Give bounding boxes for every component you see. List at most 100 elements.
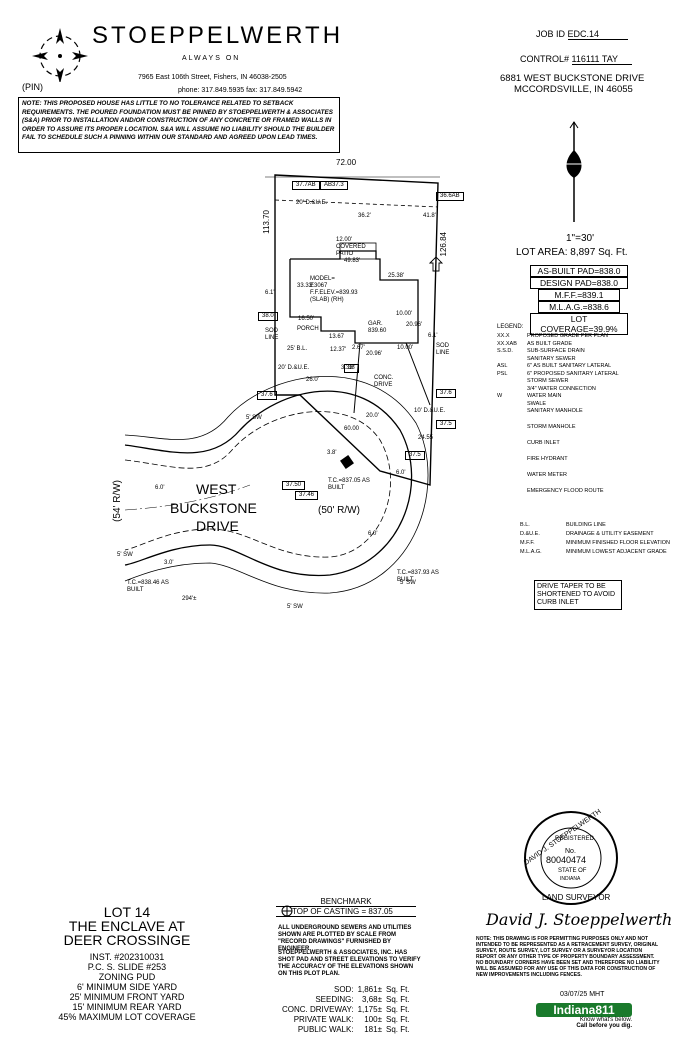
house-right-side: 25.38' [388, 273, 405, 279]
legend-item: SWALE [497, 401, 546, 407]
subdivision-2: DEER CROSSINGE [63, 932, 191, 948]
benchmark: BENCHMARK TOP OF CASTING = 837.05 [276, 897, 416, 917]
grade-3750: 37.50 [282, 481, 306, 490]
area-value: 1,861± [357, 985, 382, 994]
legend-text: PROPOSED GRADE PER PLAN [527, 333, 608, 339]
sod-line-left: SOD LINE [265, 328, 279, 341]
patio-width: 49.83' [344, 258, 361, 264]
pad-elevations: AS-BUILT PAD=838.0 DESIGN PAD=838.0 M.F.… [530, 265, 628, 335]
legend-item: FIRE HYDRANT [497, 456, 568, 462]
lot-block: LOT 14 THE ENCLAVE AT DEER CROSSINGE [52, 905, 202, 947]
area-row: PUBLIC WALK:181±Sq. Ft. [280, 1025, 412, 1035]
area-value: 100± [364, 1015, 382, 1024]
area-label: SEEDING: [315, 995, 354, 1004]
garage-dim3: 20.96' [366, 351, 383, 357]
conc-drive: CONC. DRIVE [374, 375, 394, 388]
company-phone: phone: 317.849.5935 fax: 317.849.5942 [178, 87, 303, 94]
area-table: SOD:1,861±Sq. Ft.SEEDING: 3,68± Sq. Ft. CON… [280, 985, 412, 1035]
surveyor-seal: DAVID J. STOEPPELWERTH REGISTERED No. 80… [523, 808, 618, 905]
building-line: 25' B.L. [287, 346, 308, 352]
lot-area: LOT AREA: 8,897 Sq. Ft. [516, 247, 628, 258]
dim-60: 60.00 [344, 426, 360, 432]
inst-number: INST. #202310031 [89, 952, 165, 962]
legend-item: SANITARY SEWER [497, 356, 576, 362]
abbreviation-item: B.L. BUILDING LINE [520, 522, 670, 528]
utility-note: ALL UNDERGROUND SEWERS AND UTILITIES SHO… [278, 925, 412, 952]
area-row: SOD:1,861±Sq. Ft. [280, 985, 412, 995]
lot-details: INST. #202310031 P.C. S. SLIDE #253 ZONI… [52, 952, 202, 1022]
row-54: (54' R/W) [112, 480, 123, 522]
legend-text: 3/4" WATER CONNECTION [527, 385, 596, 392]
pc-slide: P.C. S. SLIDE #253 [87, 962, 167, 972]
grade-375b: 37.5 [405, 451, 425, 460]
due-front: 20' D.&U.E. [278, 365, 310, 371]
design-pad: DESIGN PAD=838.0 [530, 277, 628, 289]
dim-267: 2.67' [352, 345, 365, 351]
abbreviation-key: B.L. [520, 522, 530, 528]
control-value: 116111 TAY [571, 54, 632, 65]
patio-label: 12.00' COVERED PATIO [336, 237, 366, 257]
side-yard: 6' MINIMUM SIDE YARD [77, 982, 177, 992]
company-logo-icon [32, 28, 88, 82]
dim-294: 294'± [182, 596, 197, 602]
seal-title: LAND SURVEYOR [542, 893, 611, 902]
abbreviation-value: DRAINAGE & UTILITY EASEMENT [566, 531, 654, 537]
legend-item: SANITARY MANHOLE [497, 408, 583, 414]
grade-376: 37.6 [257, 391, 277, 400]
area-unit: Sq. Ft. [385, 1015, 410, 1024]
street-name-2: BUCKSTONE [170, 500, 257, 516]
legend-text: SUB-SURFACE DRAIN [527, 348, 585, 354]
garage-dim1: 10.00' [396, 311, 413, 317]
abbreviation-value: BUILDING LINE [566, 522, 606, 528]
street-name-1: WEST [196, 481, 237, 497]
front-dim: 26.0' [306, 377, 319, 383]
subdivision-1: THE ENCLAVE AT [68, 918, 186, 934]
rear-yard: 15' MINIMUM REAR YARD [72, 1002, 182, 1012]
lot-number: LOT 14 [103, 904, 151, 920]
left-setback: 6.1' [265, 290, 275, 296]
legend-text: SWALE [527, 400, 547, 407]
legend-item: EMERGENCY FLOOD ROUTE [497, 488, 604, 494]
area-value: 3,68± [362, 995, 382, 1004]
sw-top: 5' SW [246, 415, 262, 421]
street-name-3: DRIVE [196, 518, 239, 534]
legend-item: S.S.D.SUB-SURFACE DRAIN [497, 348, 585, 354]
pinning-note: NOTE: THIS PROPOSED HOUSE HAS LITTLE TO … [18, 97, 340, 153]
mlag-value: M.L.A.G.=838.6 [538, 301, 620, 313]
house-ffe: F.F.ELEV.=839.93 (SLAB) (RH) [310, 290, 358, 303]
area-row: SEEDING:3,68±Sq. Ft. [280, 995, 412, 1005]
legend-text: 6" AS BUILT SANITARY LATERAL [527, 363, 612, 369]
north-arrow-icon [566, 121, 582, 222]
company-name: STOEPPELWERTH [92, 22, 344, 49]
surveyor-signature: David J. Stoeppelwerth [486, 910, 673, 929]
legend-item: 3/4" WATER CONNECTION [497, 386, 596, 392]
abbreviation-value: MINIMUM FINISHED FLOOR ELEVATION [566, 540, 670, 546]
porch-label: PORCH [297, 326, 319, 332]
row-50: (50' R/W) [318, 505, 360, 516]
legend-text: CURB INLET [527, 440, 560, 446]
plan-top-dim: 72.00 [336, 158, 357, 167]
control-label: CONTROL# [520, 54, 570, 64]
site-plan-drawing [124, 174, 444, 594]
benchmark-icon [281, 905, 293, 917]
drive-taper-note: DRIVE TAPER TO BE SHORTENED TO AVOID CUR… [534, 580, 622, 610]
grade-38b: 38 [344, 364, 359, 373]
grade-38: 38.0 [258, 312, 278, 321]
tc-3: T.C.=837.93 AS BUILT [397, 570, 439, 583]
legend-text: WATER MAIN [527, 393, 562, 399]
benchmark-value: TOP OF CASTING = 837.05 [276, 907, 416, 917]
legend-text: FIRE HYDRANT [527, 456, 568, 462]
house-left-side: 33.33' [297, 283, 314, 289]
legend-item: WATER METER [497, 472, 567, 478]
area-label: CONC. DRIVEWAY: [282, 1005, 354, 1014]
site-address-2: MCCORDSVILLE, IN 46055 [514, 84, 633, 95]
abbreviation-key: M.F.F. [520, 540, 535, 546]
sod-line-right: SOD LINE [436, 343, 450, 356]
due-top: 20' D.&U.E. [296, 200, 328, 206]
dim-30: 3.0' [164, 560, 174, 566]
tc-1: T.C.=837.05 AS BUILT [328, 478, 370, 491]
legend-text: STORM SEWER [527, 378, 569, 384]
